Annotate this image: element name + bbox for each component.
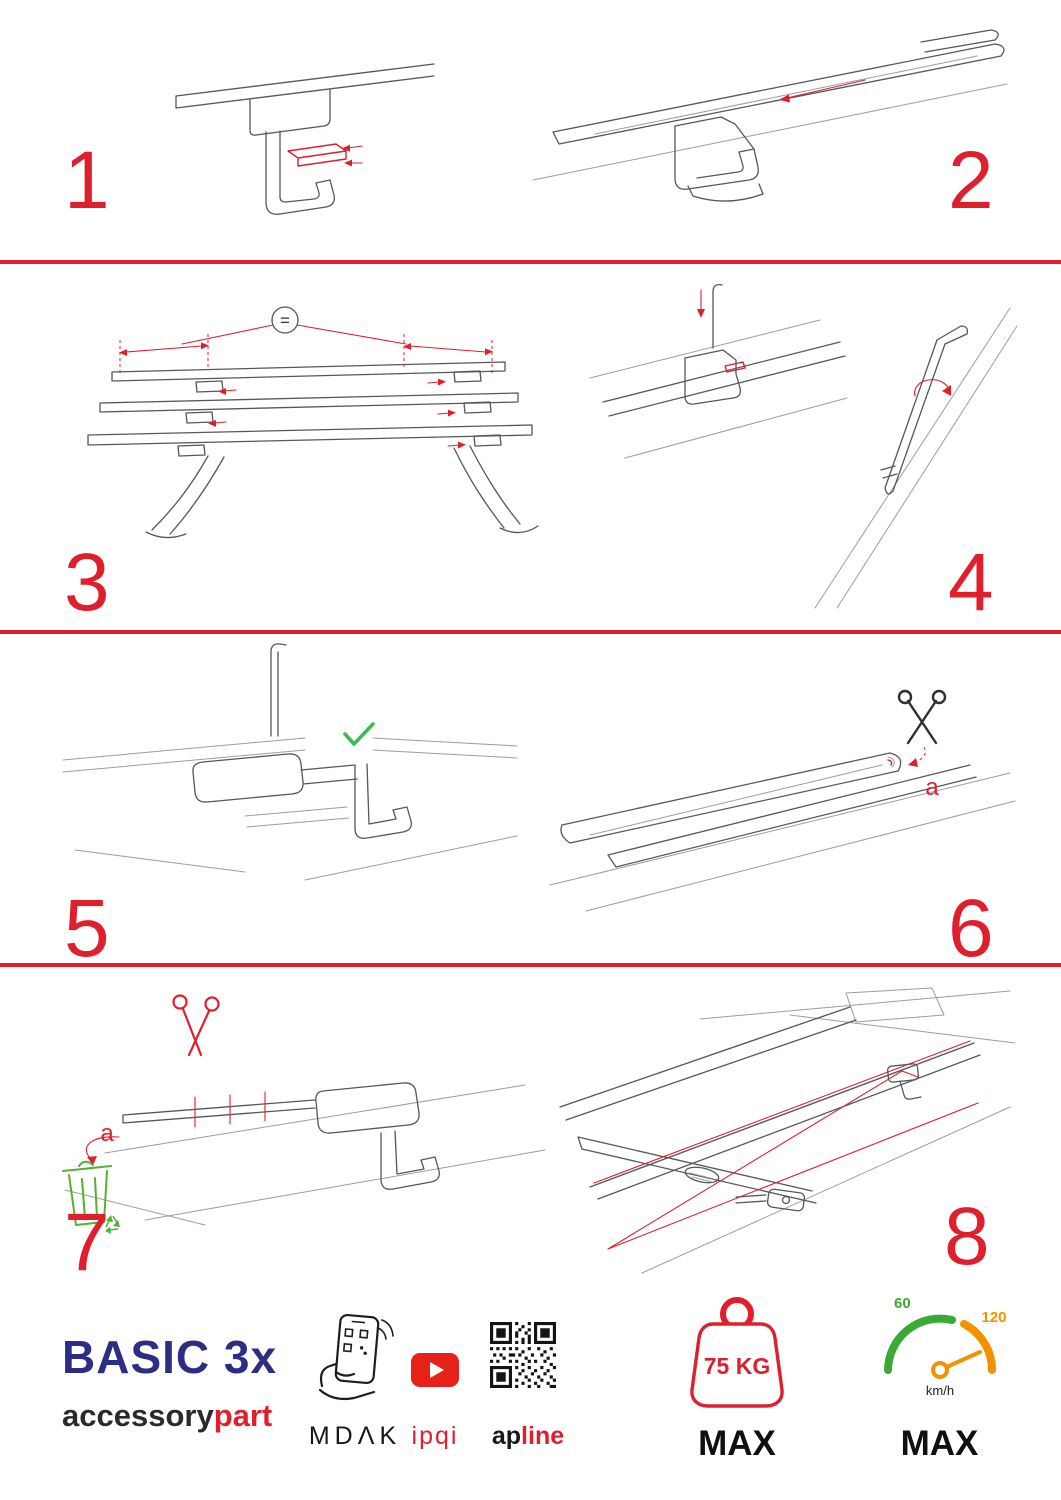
step-3-number: 3 — [64, 537, 110, 628]
check-icon — [343, 722, 375, 746]
weight-max-label: MAX — [698, 1424, 776, 1463]
section-divider-1 — [0, 260, 1061, 264]
step-6-number: 6 — [948, 883, 994, 974]
step-4-illustration — [585, 278, 1018, 609]
speedometer-icon: 60 120 km/h — [872, 1292, 1007, 1407]
youtube-icon — [410, 1352, 460, 1388]
phone-scan-icon — [312, 1312, 394, 1412]
step-2-number: 2 — [948, 135, 994, 226]
step-7-illustration: a — [45, 985, 546, 1240]
trash-recycle-icon — [62, 1160, 120, 1234]
section-divider-3 — [0, 963, 1061, 967]
speed-high-label: 120 — [981, 1309, 1006, 1326]
section-divider-2 — [0, 630, 1061, 634]
step-4-number: 4 — [948, 537, 994, 628]
scissors-icon — [897, 689, 947, 745]
step-2-illustration — [525, 28, 1015, 223]
brand-black: accessory — [62, 1398, 214, 1433]
step-5-illustration — [55, 640, 525, 910]
product-name: BASIC 3x — [62, 1331, 278, 1383]
step-7-number: 7 — [64, 1197, 110, 1288]
weight-value: 75 KG — [704, 1353, 770, 1379]
equal-label: = — [280, 311, 290, 330]
step-8-illustration — [550, 985, 1016, 1275]
part-label-a: a — [925, 774, 939, 801]
step-3-illustration: = — [50, 282, 550, 542]
speed-max-label: MAX — [900, 1424, 979, 1463]
step-1-number: 1 — [64, 135, 110, 226]
step-1-illustration — [170, 50, 440, 250]
partner-mdak: MDΛK — [308, 1422, 402, 1450]
step-8-number: 8 — [944, 1191, 990, 1282]
partner-apline: apline — [491, 1422, 565, 1450]
red-scissors-icon — [172, 994, 220, 1057]
part-label-a: a — [100, 1120, 114, 1147]
speed-low-label: 60 — [894, 1295, 911, 1312]
step-5-number: 5 — [64, 883, 110, 974]
qr-code-icon — [490, 1322, 556, 1388]
speed-unit-label: km/h — [926, 1383, 954, 1398]
weight-icon: 75 KG — [672, 1292, 802, 1414]
partner-ipqi: ipqi — [411, 1422, 459, 1450]
step-6-illustration: a — [549, 685, 1016, 920]
brand-wordmark: accessorypart — [62, 1398, 272, 1434]
brand-red: part — [213, 1398, 273, 1433]
